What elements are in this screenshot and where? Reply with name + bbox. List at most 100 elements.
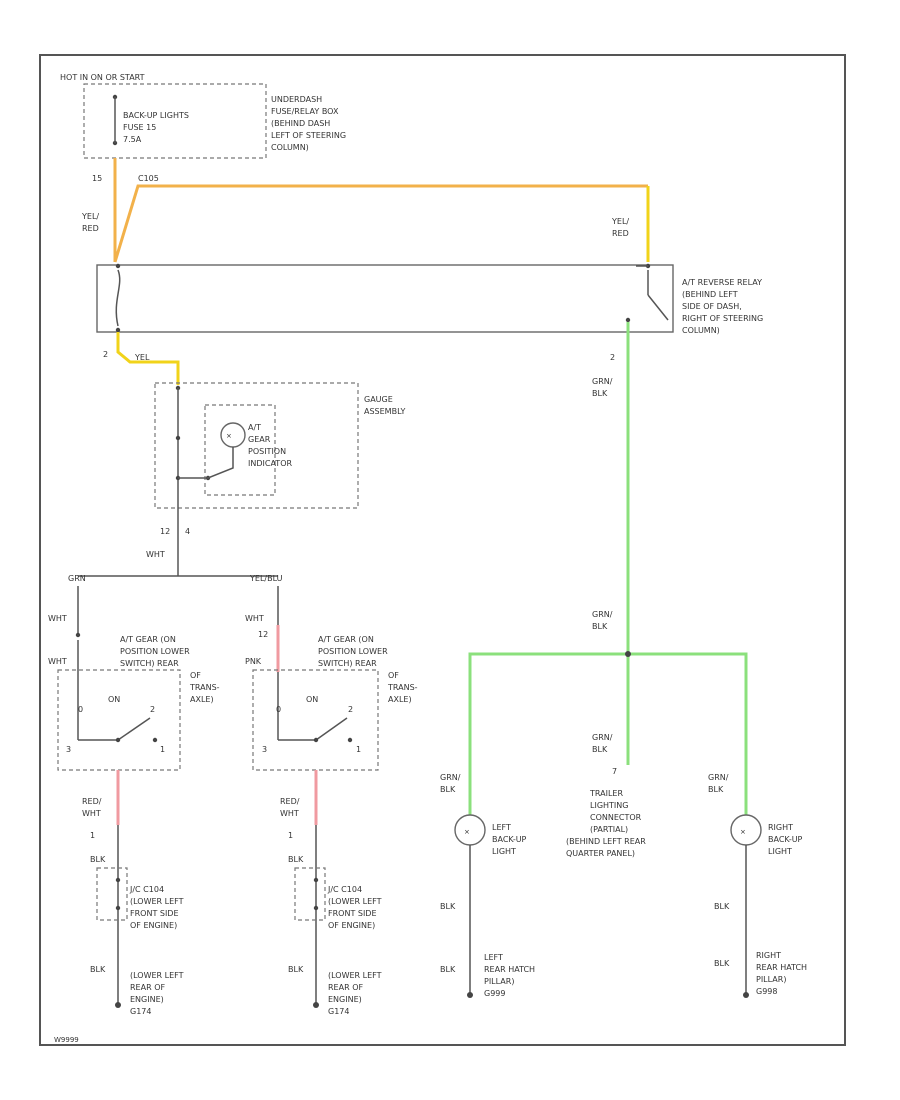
left-ground-icon (115, 1002, 121, 1008)
right-light-2: BACK-UP (768, 835, 803, 844)
wire-grn-branch: GRN (68, 574, 86, 583)
left-gnd-1: (LOWER LEFT (130, 971, 184, 980)
indicator-4: INDICATOR (248, 459, 292, 468)
right-hatch-1: RIGHT (756, 951, 781, 960)
left-hatch-3: PILLAR) (484, 977, 514, 986)
svg-text:⨯: ⨯ (464, 828, 470, 836)
right-gnd-4: G174 (328, 1007, 349, 1016)
left-bulb-icon (454, 814, 486, 846)
wire-green-left (468, 652, 628, 815)
left-switch-n3: 3 (66, 745, 71, 754)
left-jc-2: (LOWER LEFT (130, 897, 184, 906)
grn-blk-top-2: BLK (592, 389, 608, 398)
fuse-box-loc-1: UNDERDASH (271, 95, 322, 104)
left-hatch-4: G999 (484, 989, 505, 998)
svg-text:⨯: ⨯ (740, 828, 746, 836)
wire-yellow-gauge (116, 332, 180, 385)
left-light-1: LEFT (492, 823, 511, 832)
gauge-assembly: ⨯ A/T GEAR POSITION INDICATOR GAUGE ASSE… (154, 382, 405, 509)
right-hatch-2: REAR HATCH (756, 963, 807, 972)
right-wire-blk-2: BLK (288, 965, 304, 974)
left-red-wht-2: WHT (82, 809, 101, 818)
wire-wht-main: WHT (146, 550, 165, 559)
right-hatch-ground-icon (743, 992, 749, 998)
left-switch-loc-5: TRANS- (189, 683, 220, 692)
right-jc-2: (LOWER LEFT (328, 897, 382, 906)
gauge-pin-b: 4 (185, 527, 190, 536)
right-light-grn-1: GRN/ (708, 773, 729, 782)
fuse-box-loc-5: COLUMN) (271, 143, 309, 152)
right-light-1: RIGHT (768, 823, 793, 832)
right-light-3: LIGHT (768, 847, 792, 856)
fuse-box-loc-4: LEFT OF STEERING (271, 131, 346, 140)
right-switch-loc-4: OF (388, 671, 399, 680)
right-bulb-icon (730, 814, 762, 846)
left-wire-blk-2: BLK (90, 965, 106, 974)
fuse-box-loc-2: FUSE/RELAY BOX (271, 107, 339, 116)
svg-text:⨯: ⨯ (226, 432, 232, 440)
left-light-grn-1: GRN/ (440, 773, 461, 782)
trailer-2: LIGHTING (590, 801, 628, 810)
right-switch-n3: 3 (262, 745, 267, 754)
trailer-4: (PARTIAL) (590, 825, 628, 834)
indicator-2: GEAR (248, 435, 271, 444)
right-switch-loc-1: A/T GEAR (ON (318, 635, 374, 644)
relay-pin-right: 2 (610, 353, 615, 362)
figure-code: W9999 (54, 1036, 79, 1044)
left-switch-wire-wht: WHT (48, 614, 67, 623)
right-jc-3: FRONT SIDE (328, 909, 377, 918)
relay-loc-1: A/T REVERSE RELAY (682, 278, 762, 287)
right-switch-wire-wht: WHT (245, 614, 264, 623)
left-switch-loc-1: A/T GEAR (ON (120, 635, 176, 644)
trailer-1: TRAILER (589, 789, 623, 798)
left-switch-on: ON (108, 695, 120, 704)
left-gnd-4: G174 (130, 1007, 151, 1016)
left-backup-light: GRN/ BLK ⨯ LEFT BACK-UP LIGHT BLK BLK LE… (440, 773, 535, 998)
left-light-2: BACK-UP (492, 835, 527, 844)
right-jc-4: OF ENGINE) (328, 921, 375, 930)
wire-yel-red-r2: RED (612, 229, 629, 238)
trailer-pin: 7 (612, 767, 617, 776)
gear-indicator-bulb-icon (220, 422, 246, 448)
left-light-grn-2: BLK (440, 785, 456, 794)
left-light-3: LIGHT (492, 847, 516, 856)
wire-yel-red-r1: YEL/ (611, 217, 629, 226)
right-pin-1: 1 (288, 831, 293, 840)
right-switch-loc-3: SWITCH) REAR (318, 659, 377, 668)
right-gnd-3: ENGINE) (328, 995, 362, 1004)
right-switch-s2: 2 (348, 705, 353, 714)
right-switch-on: ON (306, 695, 318, 704)
grn-blk-mid-2: BLK (592, 622, 608, 631)
left-red-wht-1: RED/ (82, 797, 102, 806)
left-ground-path: RED/ WHT 1 BLK J/C C104 (LOWER LEFT FRON… (82, 770, 184, 1016)
fuse-rating: 7.5A (123, 135, 142, 144)
fuse-pin: 15 (92, 174, 102, 183)
left-switch-s2: 2 (150, 705, 155, 714)
left-gnd-3: ENGINE) (130, 995, 164, 1004)
wire-yel-red-2: RED (82, 224, 99, 233)
fuse-box-loc-3: (BEHIND DASH (271, 119, 330, 128)
right-wire-blk: BLK (288, 855, 304, 864)
left-switch-loc-3: SWITCH) REAR (120, 659, 179, 668)
gauge-loc-2: ASSEMBLY (364, 407, 405, 416)
left-hatch-ground-icon (467, 992, 473, 998)
gauge-loc-1: GAUGE (364, 395, 393, 404)
indicator-1: A/T (248, 423, 261, 432)
wire-orange-branch (113, 184, 648, 263)
right-switch-loc-2: POSITION LOWER (318, 647, 388, 656)
right-red-wht-1: RED/ (280, 797, 300, 806)
left-light-blk-2: BLK (440, 965, 456, 974)
grn-blk-top-1: GRN/ (592, 377, 613, 386)
left-jc-4: OF ENGINE) (130, 921, 177, 930)
relay-loc-4: RIGHT OF STEERING (682, 314, 763, 323)
left-jc-1: J/C C104 (129, 885, 164, 894)
left-hatch-2: REAR HATCH (484, 965, 535, 974)
indicator-3: POSITION (248, 447, 286, 456)
right-gnd-1: (LOWER LEFT (328, 971, 382, 980)
wire-green-right (628, 652, 748, 815)
fuse-box: HOT IN ON OR START BACK-UP LIGHTS FUSE 1… (60, 73, 346, 159)
right-hatch-4: G998 (756, 987, 777, 996)
trailer-3: CONNECTOR (590, 813, 642, 822)
right-ground-path: RED/ WHT 1 BLK J/C C104 (LOWER LEFT FRON… (280, 770, 382, 1016)
right-switch-loc-5: TRANS- (387, 683, 418, 692)
